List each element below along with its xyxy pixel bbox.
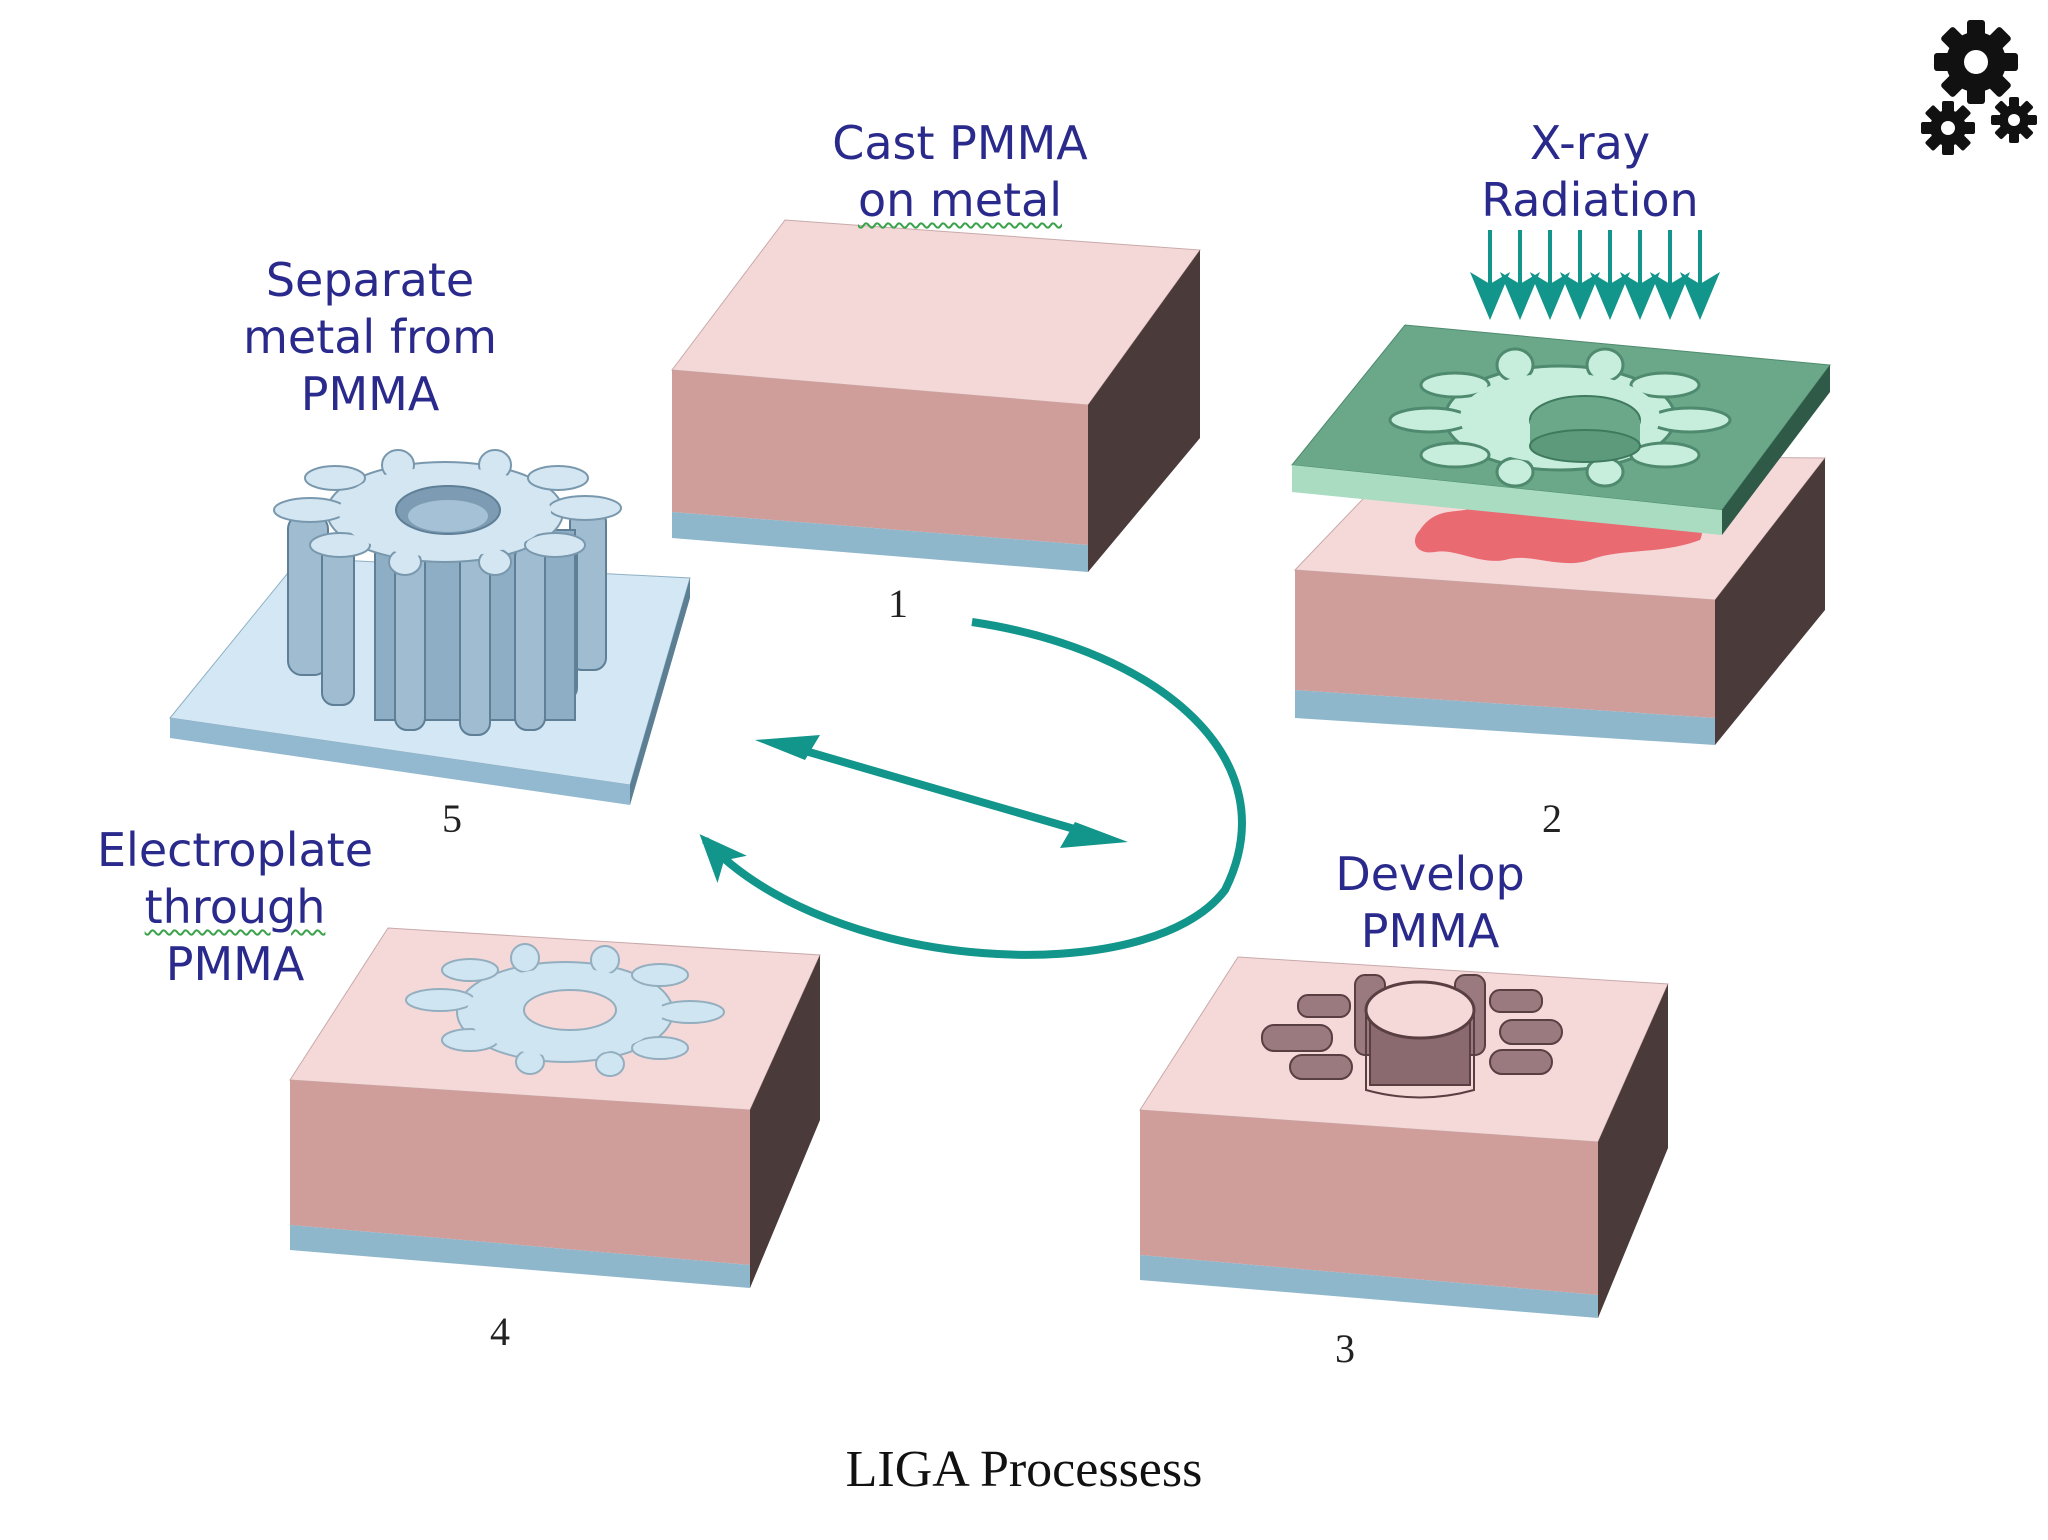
step-5-block bbox=[169, 449, 691, 805]
mask-gear-window bbox=[1388, 347, 1732, 488]
cycle-arrows bbox=[699, 618, 1246, 959]
step-3-label-line-1: Develop bbox=[1335, 847, 1525, 901]
step-5-label-line-1: Separate bbox=[265, 253, 475, 307]
step-2-label-line-2: Radiation bbox=[1481, 173, 1699, 227]
double-arrow-line bbox=[793, 744, 1097, 839]
xray-arrows bbox=[1470, 230, 1720, 320]
step-3-block bbox=[1139, 956, 1669, 1318]
step-1-label-line-2: on metal bbox=[857, 173, 1063, 227]
step-5-number: 5 bbox=[442, 796, 462, 841]
step-2-label: X-ray Radiation bbox=[1440, 115, 1740, 229]
step-4-label-line-1: Electroplate bbox=[96, 823, 374, 877]
step-5-label-line-3: PMMA bbox=[300, 367, 440, 421]
step-4-number: 4 bbox=[490, 1309, 510, 1354]
step-4-label-line-3: PMMA bbox=[165, 937, 305, 991]
step-4-label: Electroplate through PMMA bbox=[70, 822, 400, 993]
step-4-label-line-2: through bbox=[144, 880, 326, 934]
xray-mask bbox=[1291, 324, 1831, 535]
step-5-label-line-2: metal from bbox=[243, 310, 497, 364]
step-1-number: 1 bbox=[888, 581, 908, 626]
step-1-label: Cast PMMA on metal bbox=[810, 115, 1110, 229]
step-1-block bbox=[671, 219, 1201, 572]
double-arrow-head-right bbox=[1060, 822, 1128, 848]
step-2-label-line-1: X-ray bbox=[1529, 116, 1651, 170]
step-4-block bbox=[289, 927, 821, 1288]
developed-gear-cavity bbox=[1261, 974, 1563, 1099]
step-3-label: Develop PMMA bbox=[1280, 846, 1580, 960]
metal-gear bbox=[273, 449, 622, 736]
diagram-caption: LIGA Processess bbox=[845, 1441, 1203, 1498]
step-3-number: 3 bbox=[1335, 1326, 1355, 1371]
step-2-number: 2 bbox=[1542, 796, 1562, 841]
step-3-label-line-2: PMMA bbox=[1360, 904, 1500, 958]
gears-icon bbox=[1918, 20, 2042, 160]
step-5-label: Separate metal from PMMA bbox=[210, 252, 530, 423]
double-arrow-head-left bbox=[755, 735, 820, 760]
cycle-loop-arrow bbox=[699, 618, 1246, 959]
step-2-block bbox=[1293, 454, 1827, 745]
step-1-label-line-1: Cast PMMA bbox=[832, 116, 1088, 170]
